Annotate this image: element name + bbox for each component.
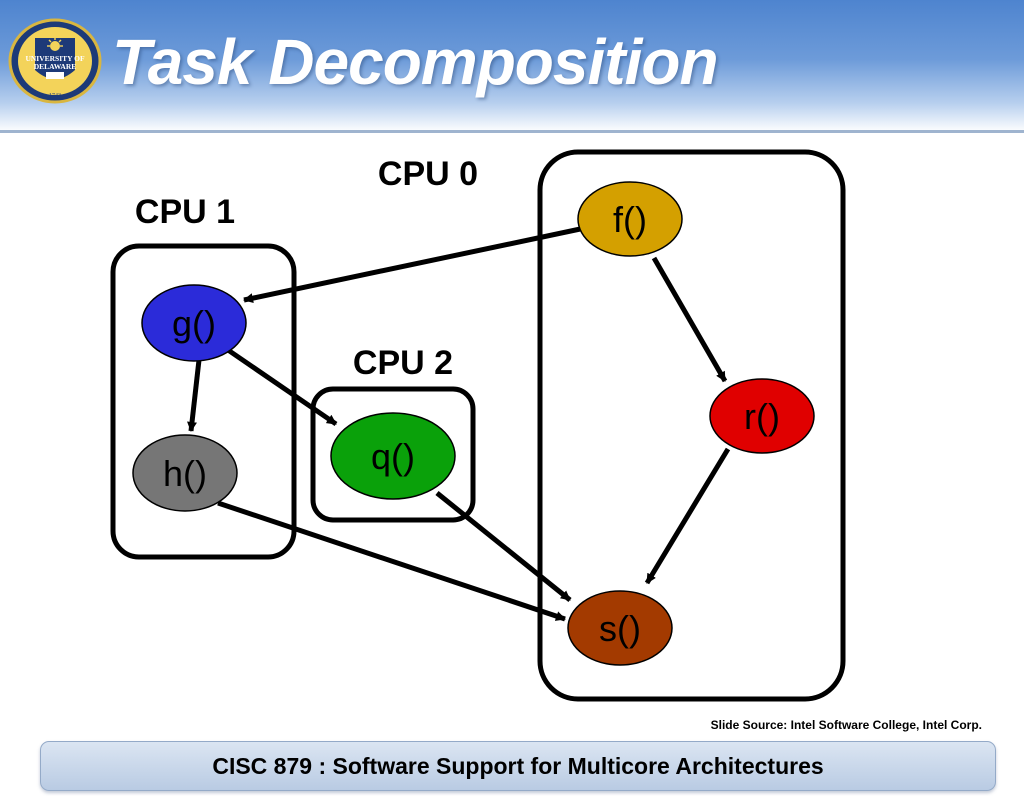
- logo-text-line1: UNIVERSITY OF: [25, 54, 85, 63]
- node-q-label: q(): [371, 436, 415, 477]
- node-f-label: f(): [613, 199, 647, 240]
- cpu1-label: CPU 1: [135, 193, 235, 231]
- edge-r-to-s: [644, 447, 731, 585]
- title-divider: [0, 130, 1024, 133]
- slide-source-credit: Slide Source: Intel Software College, In…: [710, 718, 982, 732]
- cpu2-group-box: [310, 386, 476, 523]
- edge-g-to-q: [226, 347, 338, 427]
- node-g-label: g(): [172, 303, 216, 344]
- cpu1-group-box: [110, 243, 297, 560]
- edge-q-to-s: [435, 491, 572, 602]
- edge-h-to-s: [217, 500, 566, 622]
- node-r-label: r(): [744, 396, 780, 437]
- footer-bar: CISC 879 : Software Support for Multicor…: [40, 741, 996, 791]
- cpu0-label: CPU 0: [378, 155, 478, 193]
- node-s: s(): [567, 590, 673, 666]
- node-r: r(): [709, 378, 815, 454]
- logo-text-line2: DELAWARE: [34, 62, 77, 71]
- node-h: h(): [132, 434, 238, 512]
- node-f: f(): [577, 181, 683, 257]
- title-bar: [0, 0, 1024, 132]
- slide-title: Task Decomposition: [112, 26, 719, 98]
- node-s-label: s(): [599, 608, 641, 649]
- cpu2-label: CPU 2: [353, 344, 453, 382]
- university-seal-icon: UNIVERSITY OF DELAWARE 1743: [8, 18, 102, 104]
- logo-text-line3: 1743: [49, 93, 61, 99]
- node-q: q(): [330, 412, 456, 500]
- edge-f-to-g: [243, 225, 586, 304]
- node-h-label: h(): [163, 453, 207, 494]
- node-g: g(): [141, 284, 247, 362]
- edge-g-to-h: [187, 359, 202, 432]
- edge-f-to-r: [651, 256, 728, 383]
- course-title: CISC 879 : Software Support for Multicor…: [212, 752, 824, 779]
- cpu0-group-box: [537, 149, 846, 702]
